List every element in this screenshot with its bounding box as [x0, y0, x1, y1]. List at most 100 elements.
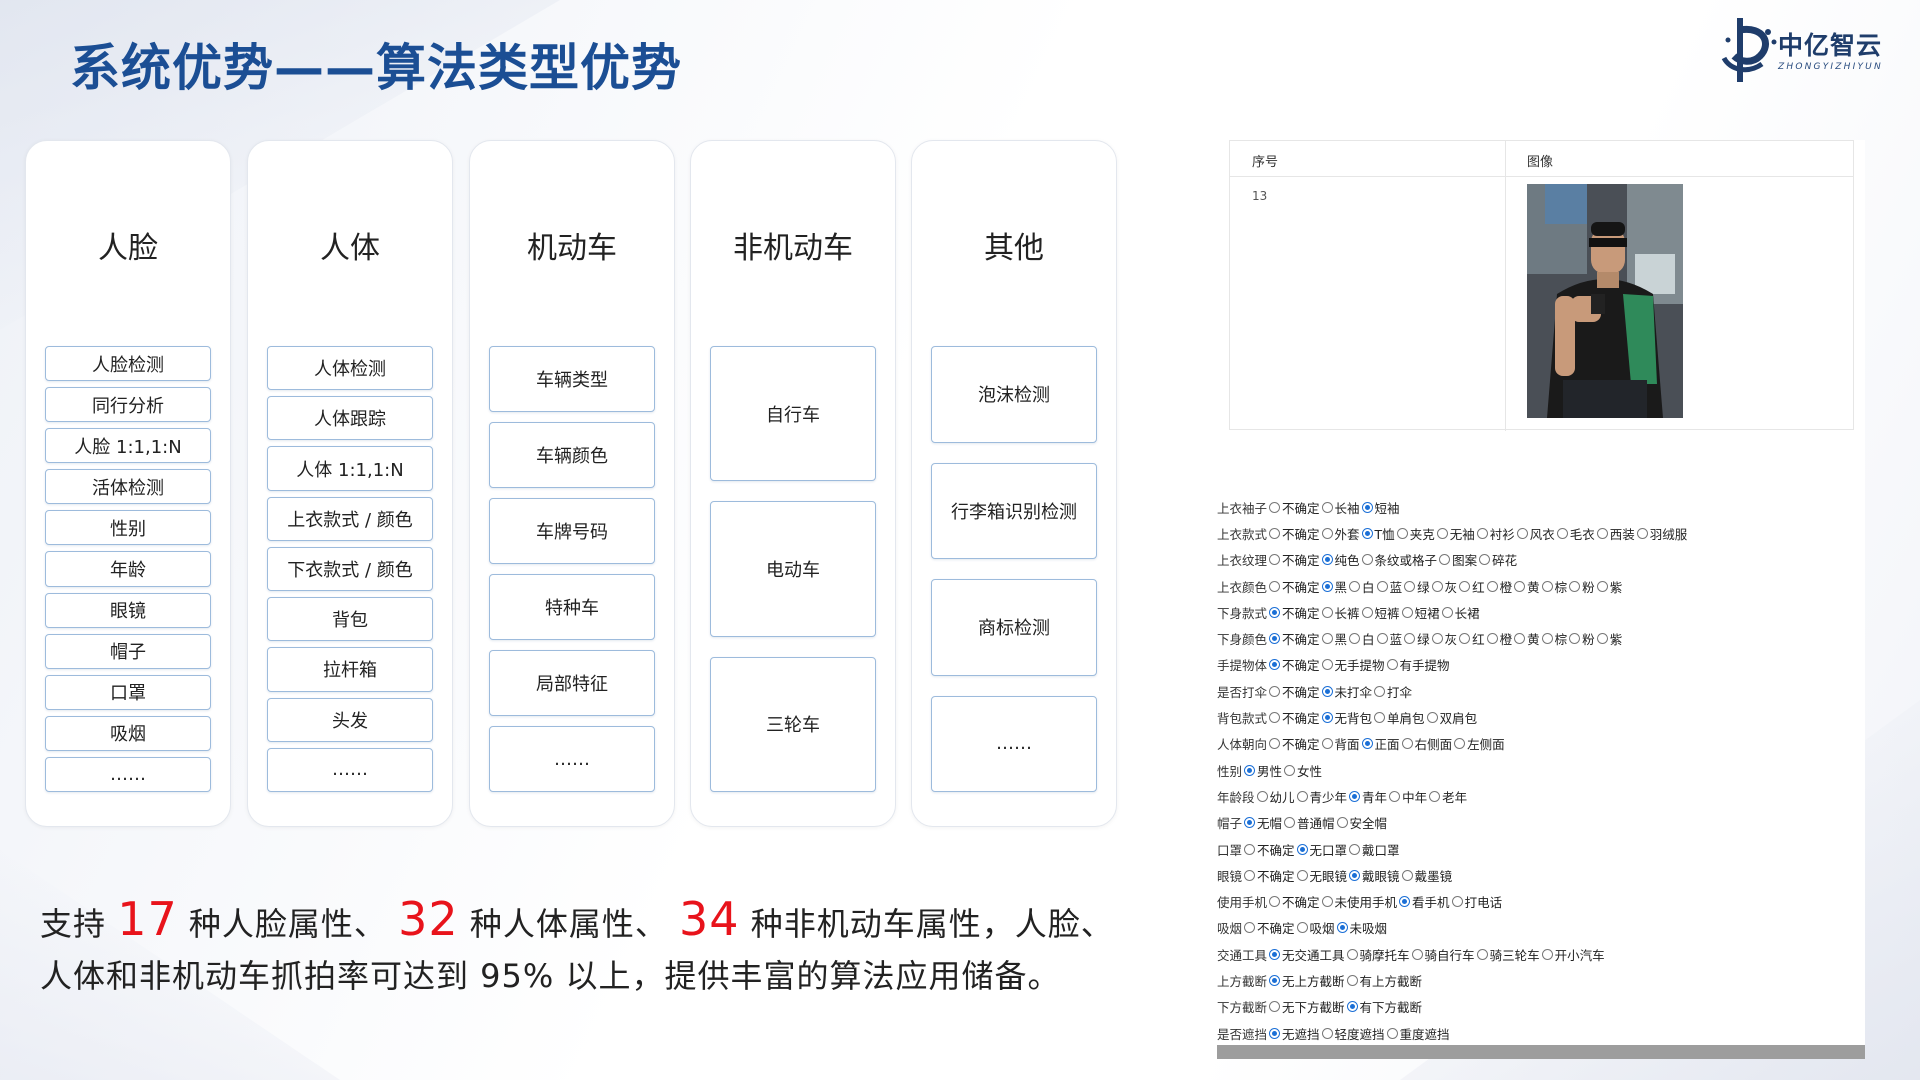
- radio-unselected-icon[interactable]: [1284, 764, 1296, 776]
- radio-unselected-icon[interactable]: [1346, 948, 1358, 960]
- attribute-option[interactable]: 青年: [1349, 787, 1387, 806]
- attribute-option[interactable]: 中年: [1389, 787, 1427, 806]
- attribute-option[interactable]: 无口罩: [1296, 840, 1347, 859]
- attribute-option[interactable]: 黄: [1514, 629, 1540, 648]
- radio-unselected-icon[interactable]: [1346, 974, 1358, 986]
- radio-unselected-icon[interactable]: [1636, 527, 1648, 539]
- attribute-option[interactable]: 骑自行车: [1411, 945, 1475, 964]
- attribute-option[interactable]: 戴口罩: [1349, 840, 1400, 859]
- attribute-option[interactable]: 绿: [1404, 629, 1430, 648]
- radio-unselected-icon[interactable]: [1296, 922, 1308, 934]
- attribute-option[interactable]: 短袖: [1361, 498, 1400, 517]
- radio-unselected-icon[interactable]: [1541, 633, 1553, 645]
- radio-unselected-icon[interactable]: [1401, 869, 1413, 881]
- radio-unselected-icon[interactable]: [1269, 580, 1281, 592]
- attribute-option[interactable]: 轻度遮挡: [1321, 1024, 1385, 1043]
- attribute-option[interactable]: 开小汽车: [1541, 945, 1605, 964]
- attribute-option[interactable]: 灰: [1431, 629, 1457, 648]
- radio-unselected-icon[interactable]: [1411, 948, 1423, 960]
- radio-unselected-icon[interactable]: [1349, 843, 1361, 855]
- radio-unselected-icon[interactable]: [1269, 501, 1281, 513]
- radio-unselected-icon[interactable]: [1486, 633, 1498, 645]
- radio-unselected-icon[interactable]: [1296, 869, 1308, 881]
- radio-unselected-icon[interactable]: [1321, 659, 1333, 671]
- radio-unselected-icon[interactable]: [1514, 633, 1526, 645]
- attribute-option[interactable]: 不确定: [1269, 550, 1320, 569]
- attribute-option[interactable]: 棕: [1541, 577, 1567, 596]
- attribute-option[interactable]: 不确定: [1269, 498, 1320, 517]
- attribute-option[interactable]: 黄: [1514, 577, 1540, 596]
- attribute-option[interactable]: 不确定: [1269, 682, 1320, 701]
- attribute-option[interactable]: 老年: [1429, 787, 1467, 806]
- attribute-option[interactable]: 棕: [1541, 629, 1567, 648]
- attribute-option[interactable]: 无帽: [1244, 813, 1282, 832]
- radio-selected-icon[interactable]: [1244, 817, 1256, 829]
- attribute-option[interactable]: 碎花: [1479, 550, 1517, 569]
- attribute-option[interactable]: 骑三轮车: [1476, 945, 1540, 964]
- attribute-option[interactable]: 红: [1459, 577, 1485, 596]
- radio-unselected-icon[interactable]: [1269, 554, 1281, 566]
- radio-selected-icon[interactable]: [1349, 869, 1361, 881]
- radio-unselected-icon[interactable]: [1516, 527, 1528, 539]
- radio-selected-icon[interactable]: [1336, 922, 1348, 934]
- radio-unselected-icon[interactable]: [1296, 790, 1308, 802]
- attribute-option[interactable]: 无背包: [1321, 708, 1372, 727]
- attribute-option[interactable]: 白: [1349, 577, 1375, 596]
- attribute-option[interactable]: 幼儿: [1256, 787, 1295, 806]
- radio-selected-icon[interactable]: [1296, 843, 1308, 855]
- attribute-option[interactable]: 骑摩托车: [1346, 945, 1410, 964]
- attribute-option[interactable]: 背面: [1321, 734, 1360, 753]
- radio-unselected-icon[interactable]: [1256, 790, 1268, 802]
- attribute-option[interactable]: 戴墨镜: [1401, 866, 1452, 885]
- radio-unselected-icon[interactable]: [1569, 633, 1581, 645]
- radio-unselected-icon[interactable]: [1244, 843, 1256, 855]
- attribute-option[interactable]: 不确定: [1269, 892, 1320, 911]
- attribute-option[interactable]: 羽绒服: [1636, 524, 1687, 543]
- attribute-option[interactable]: 不确定: [1269, 734, 1320, 753]
- radio-unselected-icon[interactable]: [1454, 738, 1466, 750]
- attribute-option[interactable]: 有上方截断: [1346, 971, 1422, 990]
- radio-unselected-icon[interactable]: [1441, 606, 1453, 618]
- attribute-option[interactable]: 未使用手机: [1321, 892, 1397, 911]
- attribute-option[interactable]: 外套: [1321, 524, 1360, 543]
- radio-unselected-icon[interactable]: [1396, 527, 1408, 539]
- radio-selected-icon[interactable]: [1269, 633, 1281, 645]
- radio-unselected-icon[interactable]: [1361, 554, 1373, 566]
- radio-unselected-icon[interactable]: [1269, 896, 1281, 908]
- attribute-option[interactable]: 打电话: [1451, 892, 1502, 911]
- radio-unselected-icon[interactable]: [1386, 659, 1398, 671]
- radio-unselected-icon[interactable]: [1321, 1027, 1333, 1039]
- radio-unselected-icon[interactable]: [1556, 527, 1568, 539]
- radio-selected-icon[interactable]: [1361, 501, 1373, 513]
- radio-selected-icon[interactable]: [1321, 712, 1333, 724]
- attribute-option[interactable]: 普通帽: [1284, 813, 1335, 832]
- attribute-option[interactable]: 无下方截断: [1269, 997, 1345, 1016]
- radio-unselected-icon[interactable]: [1404, 633, 1416, 645]
- attribute-option[interactable]: 紫: [1596, 629, 1622, 648]
- radio-unselected-icon[interactable]: [1349, 580, 1361, 592]
- attribute-option[interactable]: 不确定: [1269, 629, 1320, 648]
- radio-unselected-icon[interactable]: [1321, 606, 1333, 618]
- attribute-option[interactable]: 安全帽: [1336, 813, 1387, 832]
- radio-unselected-icon[interactable]: [1269, 738, 1281, 750]
- attribute-option[interactable]: 黑: [1321, 629, 1347, 648]
- attribute-option[interactable]: 不确定: [1269, 577, 1320, 596]
- radio-unselected-icon[interactable]: [1321, 501, 1333, 513]
- radio-unselected-icon[interactable]: [1476, 527, 1488, 539]
- radio-unselected-icon[interactable]: [1431, 580, 1443, 592]
- radio-unselected-icon[interactable]: [1389, 790, 1401, 802]
- attribute-option[interactable]: 黑: [1321, 577, 1347, 596]
- radio-unselected-icon[interactable]: [1431, 633, 1443, 645]
- radio-unselected-icon[interactable]: [1269, 1001, 1281, 1013]
- radio-selected-icon[interactable]: [1321, 580, 1333, 592]
- radio-unselected-icon[interactable]: [1404, 580, 1416, 592]
- radio-selected-icon[interactable]: [1269, 1027, 1281, 1039]
- attribute-option[interactable]: 红: [1459, 629, 1485, 648]
- radio-unselected-icon[interactable]: [1269, 527, 1281, 539]
- radio-unselected-icon[interactable]: [1321, 738, 1333, 750]
- captured-person-image[interactable]: [1527, 184, 1683, 418]
- attribute-option[interactable]: 戴眼镜: [1349, 866, 1400, 885]
- radio-unselected-icon[interactable]: [1429, 790, 1441, 802]
- radio-unselected-icon[interactable]: [1436, 527, 1448, 539]
- attribute-option[interactable]: 短裤: [1361, 603, 1400, 622]
